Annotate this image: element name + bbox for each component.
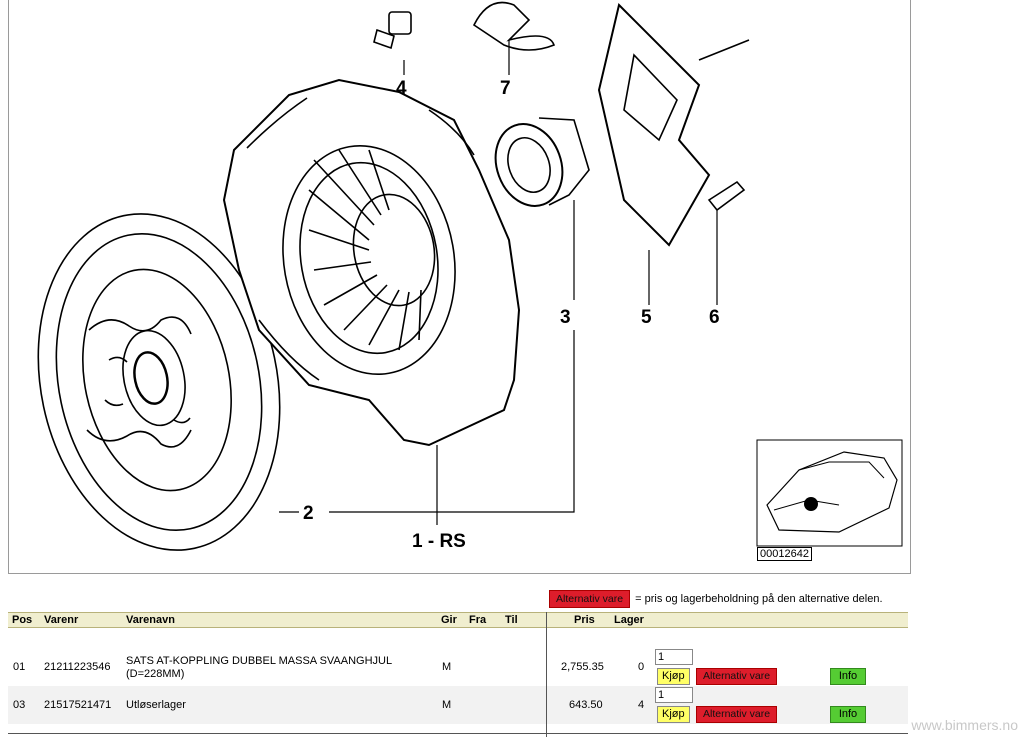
callout-6: 6 [709,307,720,328]
info-button[interactable]: Info [830,668,866,685]
callout-1-rs: 1 - RS [412,531,466,552]
header-lager: Lager [614,614,644,626]
parts-diagram: 4 7 3 5 6 2 1 - RS 00012642 [8,0,911,574]
quantity-input[interactable]: 1 [655,649,693,665]
clutch-diagram-drawing [37,1,903,551]
buy-button[interactable]: Kjøp [657,668,690,685]
car-thumbnail [756,439,903,547]
row-pos: 03 [13,699,26,711]
watermark: www.bimmers.no [911,717,1018,733]
buy-button[interactable]: Kjøp [657,706,690,723]
row-lager: 0 [638,661,645,673]
clutch-disc-drawing [37,213,281,551]
clip-drawing [472,1,555,51]
row-varenavn-line2: (D=228MM) [126,668,185,680]
pin-drawing [707,180,746,212]
quantity-input[interactable]: 1 [655,687,693,703]
header-varenavn: Varenavn [126,614,175,626]
row-gir: M [442,699,452,711]
legend-alternative-button[interactable]: Alternativ vare [549,590,631,608]
table-bottom-line [8,733,908,734]
column-divider [546,612,547,737]
callout-5: 5 [641,307,652,328]
row-varenavn: SATS AT-KOPPLING DUBBEL MASSA SVAANGHJUL [126,655,393,667]
release-fork-drawing [597,3,750,247]
table-row: 01 21211223546 SATS AT-KOPPLING DUBBEL M… [8,628,908,686]
legend-text: = pris og lagerbeholdning på den alterna… [635,593,883,605]
info-button[interactable]: Info [830,706,866,723]
header-gir: Gir [441,614,457,626]
parts-table: Pos Varenr Varenavn Gir Fra Til Pris Lag… [8,612,908,724]
row-varenr: 21211223546 [44,661,111,673]
bolt-drawing [373,11,412,50]
header-pos: Pos [12,614,33,626]
header-varenr: Varenr [44,614,79,626]
alternative-item-button[interactable]: Alternativ vare [696,668,778,685]
header-pris: Pris [574,614,595,626]
row-lager: 4 [638,699,645,711]
callout-4: 4 [396,78,407,99]
header-fra: Fra [469,614,487,626]
legend: Alternativ vare = pris og lagerbeholdnin… [549,590,883,608]
callout-7: 7 [500,78,511,99]
row-pris: 2,755.35 [561,661,604,673]
callout-2: 2 [303,503,314,524]
pressure-plate-drawing [222,78,521,447]
alternative-item-button[interactable]: Alternativ vare [696,706,778,723]
release-bearing-drawing [494,117,590,207]
table-header: Pos Varenr Varenavn Gir Fra Til Pris Lag… [8,612,908,628]
row-gir: M [442,661,452,673]
row-varenr: 21517521471 [44,699,112,711]
row-pos: 01 [13,661,26,673]
row-varenavn: Utløserlager [126,699,186,711]
header-til: Til [505,614,518,626]
table-row: 03 21517521471 Utløserlager M 643.50 4 1… [8,686,908,724]
callout-3: 3 [560,307,571,328]
image-code: 00012642 [757,547,812,561]
row-pris: 643.50 [569,699,603,711]
